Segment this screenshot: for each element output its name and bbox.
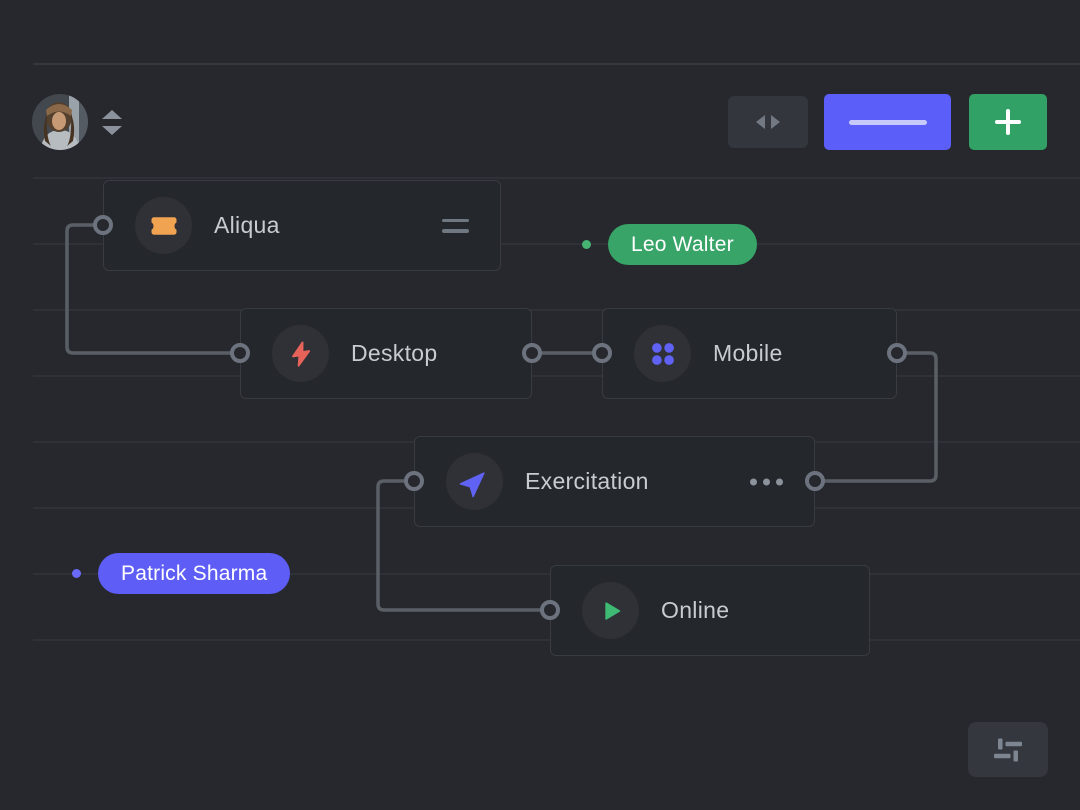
more-options-icon[interactable] bbox=[750, 478, 783, 485]
port-desktop-left[interactable] bbox=[230, 343, 250, 363]
play-icon bbox=[604, 601, 620, 620]
port-aliqua-left[interactable] bbox=[93, 215, 113, 235]
lightning-icon bbox=[291, 340, 310, 367]
ticket-icon bbox=[151, 216, 176, 235]
minus-line-icon bbox=[848, 119, 927, 125]
connection-exercitation-online[interactable] bbox=[376, 479, 552, 612]
node-online[interactable]: Online bbox=[550, 565, 870, 656]
sliders-icon bbox=[994, 738, 1022, 761]
node-label: Desktop bbox=[351, 340, 438, 366]
badge-leo-walter[interactable]: Leo Walter bbox=[582, 224, 757, 265]
port-exercitation-right[interactable] bbox=[805, 471, 825, 491]
send-icon bbox=[459, 471, 485, 497]
dots-grid-icon bbox=[651, 342, 674, 365]
node-label: Online bbox=[661, 597, 730, 623]
sort-toggle[interactable] bbox=[102, 109, 122, 141]
settings-button[interactable] bbox=[968, 722, 1048, 777]
node-icon-circle bbox=[634, 325, 691, 382]
gridline bbox=[33, 177, 1080, 179]
port-exercitation-left[interactable] bbox=[404, 471, 424, 491]
gridline bbox=[33, 375, 1080, 377]
node-label: Aliqua bbox=[214, 212, 280, 238]
avatar-image bbox=[32, 94, 88, 150]
gridline bbox=[33, 309, 1080, 311]
plus-icon bbox=[995, 109, 1021, 135]
connection-aliqua-desktop[interactable] bbox=[65, 223, 242, 355]
status-dot bbox=[582, 240, 591, 249]
badge-patrick-sharma[interactable]: Patrick Sharma bbox=[72, 553, 291, 594]
node-exercitation[interactable]: Exercitation bbox=[414, 436, 815, 527]
node-icon-circle bbox=[446, 453, 503, 510]
node-aliqua[interactable]: Aliqua bbox=[103, 180, 501, 271]
node-icon-circle bbox=[272, 325, 329, 382]
user-avatar[interactable] bbox=[32, 94, 88, 150]
primary-action-button[interactable] bbox=[824, 94, 951, 150]
drag-handle-icon[interactable] bbox=[442, 218, 469, 233]
port-mobile-left[interactable] bbox=[592, 343, 612, 363]
badge-label[interactable]: Leo Walter bbox=[608, 224, 757, 265]
connection-mobile-exercitation[interactable] bbox=[813, 351, 938, 483]
node-icon-circle bbox=[582, 582, 639, 639]
node-desktop[interactable]: Desktop bbox=[240, 308, 532, 399]
node-mobile[interactable]: Mobile bbox=[602, 308, 897, 399]
swap-button[interactable] bbox=[728, 96, 808, 148]
badge-label[interactable]: Patrick Sharma bbox=[98, 553, 291, 594]
port-desktop-right[interactable] bbox=[522, 343, 542, 363]
sort-arrows-icon bbox=[102, 110, 122, 135]
gridline bbox=[33, 243, 1080, 245]
node-label: Exercitation bbox=[525, 468, 649, 494]
swap-horizontal-icon bbox=[756, 115, 780, 129]
status-dot bbox=[72, 569, 81, 578]
port-online-left[interactable] bbox=[540, 600, 560, 620]
port-mobile-right[interactable] bbox=[887, 343, 907, 363]
node-label: Mobile bbox=[713, 340, 783, 366]
add-button[interactable] bbox=[969, 94, 1047, 150]
header-divider bbox=[33, 63, 1080, 65]
node-icon-circle bbox=[135, 197, 192, 254]
